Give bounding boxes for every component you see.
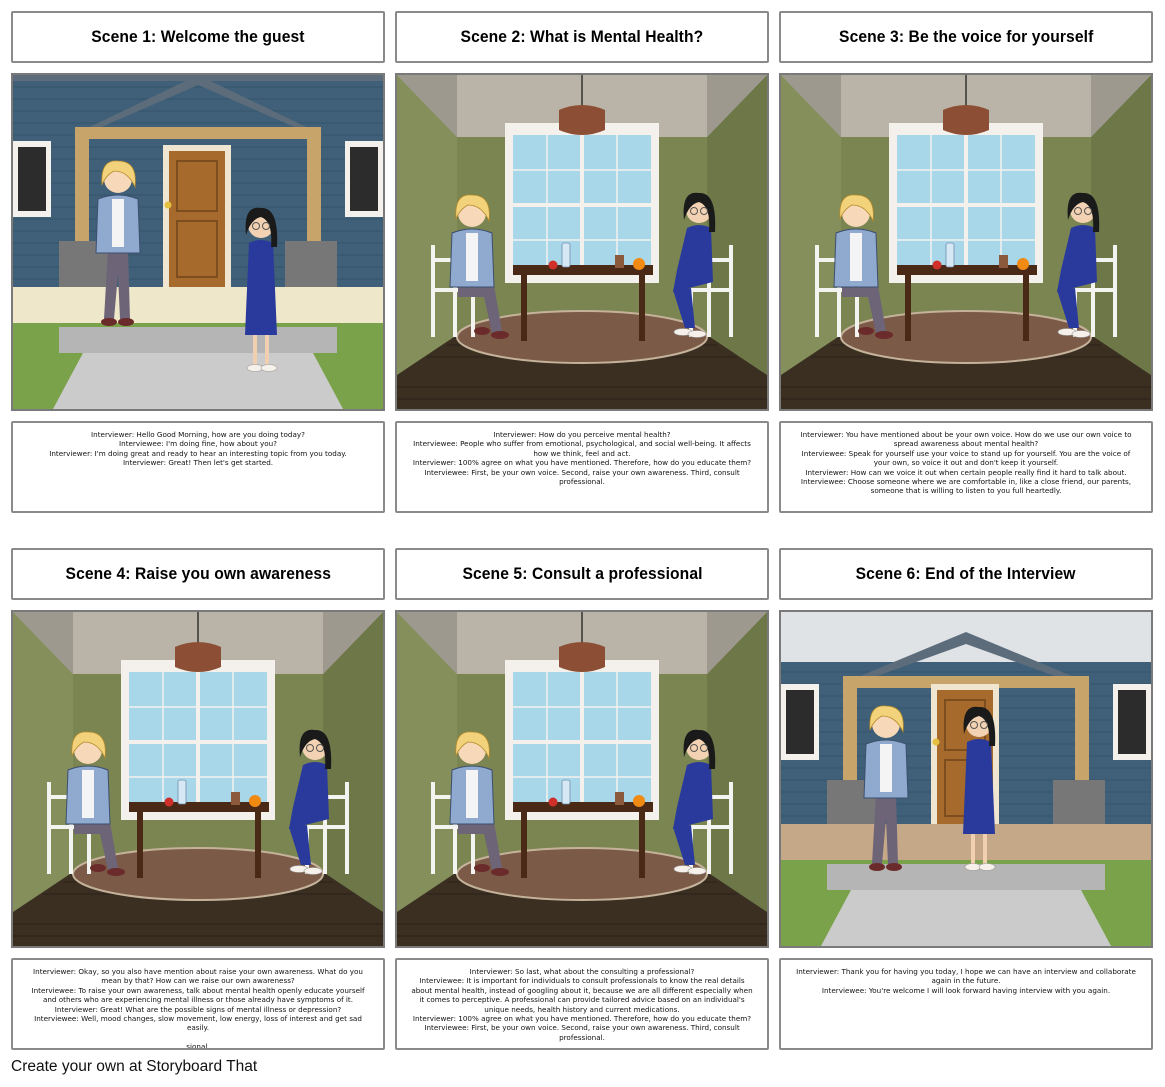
water-bottle-icon: [561, 779, 571, 805]
interviewee-character: [1057, 192, 1100, 338]
interviewer-character: [863, 705, 909, 871]
scene-title-box: Scene 1: Welcome the guest: [11, 11, 385, 63]
water-bottle-icon: [561, 242, 571, 268]
dialogue-line: Interviewer: Hello Good Morning, how are…: [91, 430, 305, 439]
dialogue-line: [411, 1042, 753, 1048]
dialogue-line: Interviewee: I'm doing fine, how about y…: [119, 439, 277, 449]
interviewer-character: [449, 194, 509, 339]
scene-title: Scene 4: Raise you own awareness: [65, 564, 331, 583]
scene-dialogue: Interviewer: So last, what about the con…: [395, 958, 769, 1050]
dialogue-line: Interviewer: 100% agree on what you have…: [412, 458, 752, 468]
dialogue-line: sional.: [186, 1042, 210, 1050]
window-icon: [13, 141, 383, 217]
dialogue-line: Interviewer: How can we voice it out whe…: [805, 467, 1127, 477]
footer-storyboard-link[interactable]: Create your own at Storyboard That: [11, 1058, 258, 1075]
table-icon: [897, 265, 1037, 341]
scene-dialogue: Interviewer: Hello Good Morning, how are…: [11, 421, 385, 513]
pendant-lamp-icon: [559, 75, 605, 135]
dialogue-line: Interviewer: Okay, so you also have ment…: [33, 967, 363, 986]
dialogue-line: Interviewer: Great! What are the possibl…: [54, 1004, 342, 1014]
orange-icon: [633, 258, 645, 270]
window-icon: [505, 123, 659, 283]
scene-title-box: Scene 4: Raise you own awareness: [11, 548, 385, 600]
scene-title: Scene 2: What is Mental Health?: [460, 27, 704, 46]
dialogue-line: Interviewee: First, be your own voice. S…: [424, 1023, 740, 1042]
pendant-lamp-icon: [175, 612, 221, 672]
interviewer-character: [65, 731, 125, 876]
interviewer-character: [833, 194, 893, 339]
apple-icon: [932, 260, 942, 270]
dialogue-line: Interviewer: I'm doing great and ready t…: [49, 448, 347, 458]
scene-illustration-room: [11, 610, 385, 948]
dialogue-line: Interviewer: How do you perceive mental …: [493, 430, 671, 439]
interviewer-character: [95, 160, 141, 326]
dialogue-line: Interviewee: You're welcome I will look …: [821, 985, 1111, 995]
coffee-cup-icon: [999, 255, 1008, 268]
scene-title: Scene 5: Consult a professional: [461, 564, 703, 583]
dialogue-line: Interviewer: You have mentioned about be…: [800, 430, 1132, 449]
dialogue-line: Interviewee: People who suffer from emot…: [413, 439, 751, 458]
scene-title-box: Scene 2: What is Mental Health?: [395, 11, 769, 63]
dialogue-line: Interviewee: It is important for individ…: [411, 976, 753, 1014]
scene-dialogue: Interviewer: Thank you for having you to…: [779, 958, 1153, 1050]
orange-icon: [633, 795, 645, 807]
scene-dialogue: Interviewer: You have mentioned about be…: [779, 421, 1153, 513]
dialogue-line: Interviewee: Choose someone where we are…: [800, 477, 1132, 496]
orange-icon: [249, 795, 261, 807]
scene-illustration-house: [11, 73, 385, 411]
coffee-cup-icon: [615, 792, 624, 805]
coffee-cup-icon: [231, 792, 240, 805]
scene-title-box: Scene 3: Be the voice for yourself: [779, 11, 1153, 63]
orange-icon: [1017, 258, 1029, 270]
pendant-lamp-icon: [943, 75, 989, 135]
dialogue-line: Interviewer: Thank you for having you to…: [796, 967, 1136, 986]
dialogue-line: Interviewer: 100% agree on what you have…: [412, 1014, 752, 1024]
scene-dialogue: Interviewer: How do you perceive mental …: [395, 421, 769, 513]
front-door-icon: [163, 145, 231, 287]
table-icon: [513, 802, 653, 878]
window-icon: [121, 660, 275, 820]
window-icon: [889, 123, 1043, 283]
pendant-lamp-icon: [559, 612, 605, 672]
porch-step: [59, 327, 337, 353]
interviewee-character: [963, 706, 996, 871]
scene-illustration-room: [395, 73, 769, 411]
scene-illustration-room: [779, 73, 1153, 411]
dialogue-line: Interviewee: Speak for yourself use your…: [801, 448, 1131, 468]
water-bottle-icon: [177, 779, 187, 805]
apple-icon: [548, 797, 558, 807]
scene-title-box: Scene 6: End of the Interview: [779, 548, 1153, 600]
scene-title: Scene 1: Welcome the guest: [91, 27, 305, 46]
dialogue-line: Interviewee: Well, mood changes, slow mo…: [34, 1014, 362, 1033]
scene-title: Scene 3: Be the voice for yourself: [838, 27, 1094, 46]
scene-illustration-house: [779, 610, 1153, 948]
window-icon: [505, 660, 659, 820]
interviewee-character: [289, 729, 332, 875]
table-icon: [129, 802, 269, 878]
dialogue-line: Interviewee: First, be your own voice. S…: [424, 467, 740, 487]
scene-illustration-room: [395, 610, 769, 948]
apple-icon: [548, 260, 558, 270]
interviewee-character: [673, 729, 716, 875]
window-icon: [781, 684, 1151, 760]
dialogue-line: Interviewer: So last, what about the con…: [469, 967, 695, 976]
scene-title-box: Scene 5: Consult a professional: [395, 548, 769, 600]
interviewer-character: [449, 731, 509, 876]
apple-icon: [164, 797, 174, 807]
interviewee-character: [245, 207, 278, 372]
scene-title: Scene 6: End of the Interview: [856, 564, 1076, 583]
table-icon: [513, 265, 653, 341]
dialogue-line: Interviewee: To raise your own awareness…: [31, 985, 365, 1005]
coffee-cup-icon: [615, 255, 624, 268]
scene-dialogue: Interviewer: Okay, so you also have ment…: [11, 958, 385, 1050]
dialogue-line: Interviewer: Great! Then let's get start…: [122, 458, 274, 468]
water-bottle-icon: [945, 242, 955, 268]
dialogue-line: [27, 1033, 369, 1042]
interviewee-character: [673, 192, 716, 338]
